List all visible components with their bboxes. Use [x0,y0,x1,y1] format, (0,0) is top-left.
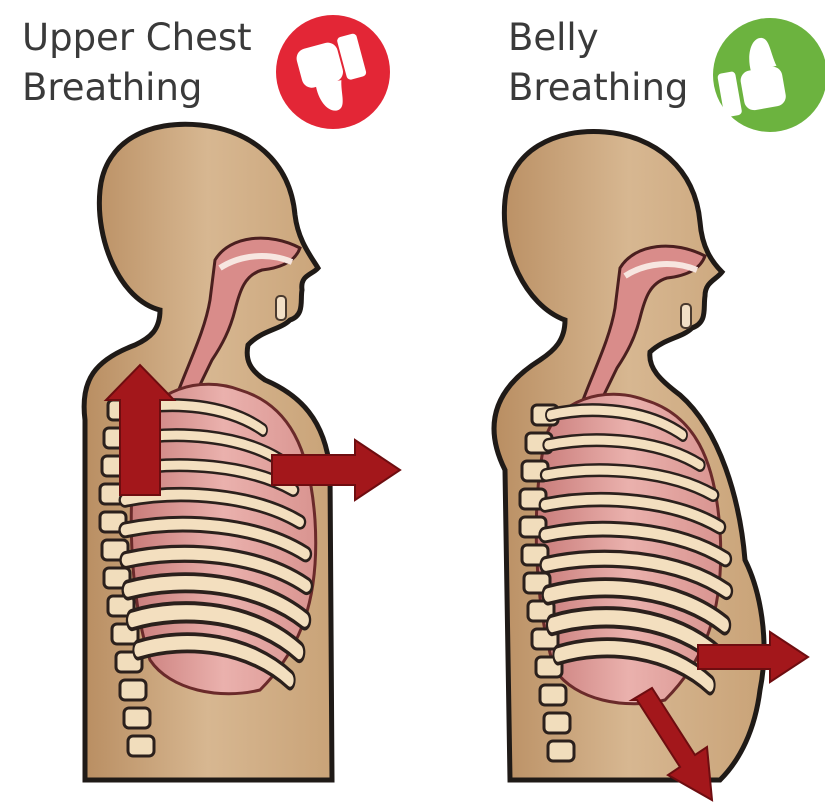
left-title-line2: Breathing [22,66,202,109]
right-title-line1: Belly [508,16,599,59]
thumbs-up-icon [712,18,825,132]
left-title-line1: Upper Chest [22,16,252,59]
right-title-line2: Breathing [508,66,688,109]
left-figure [84,124,400,780]
right-figure [494,132,808,800]
thumbs-down-icon [276,15,390,129]
